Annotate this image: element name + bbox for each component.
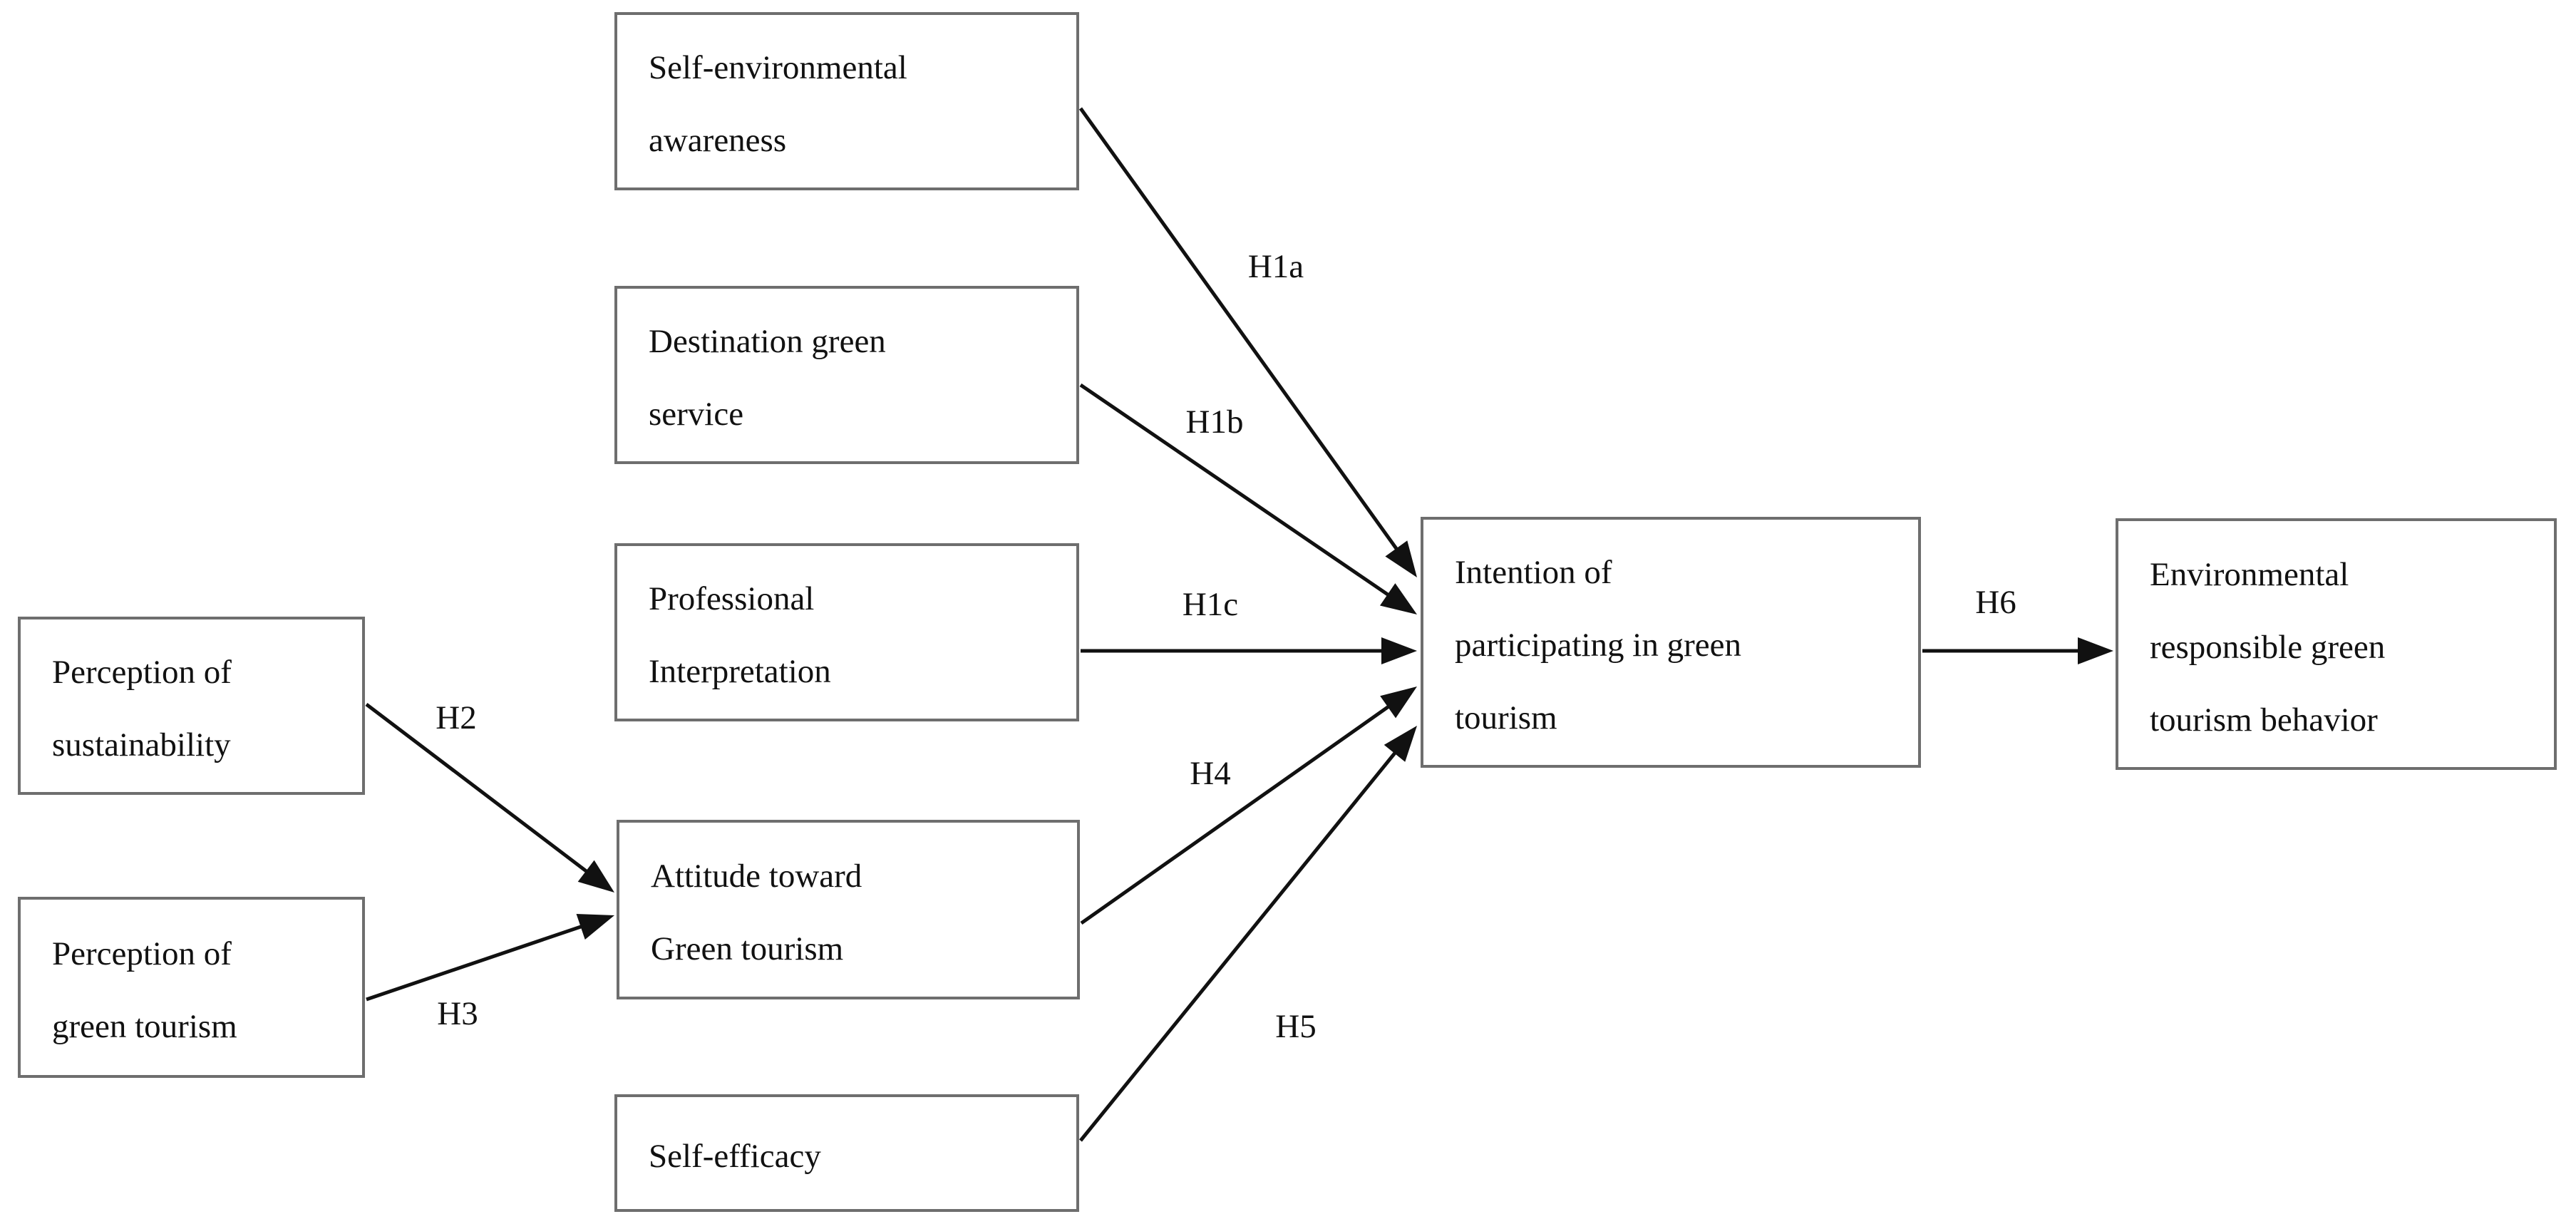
node-label-line: tourism behavior xyxy=(2150,701,2378,739)
node-self-efficacy: Self-efficacy xyxy=(614,1094,1079,1212)
edge-label-H1c: H1c xyxy=(1182,586,1239,623)
node-label-line: Destination green xyxy=(649,323,886,360)
node-environmental-responsible-green-tourism-behavior: Environmental responsible green tourism be… xyxy=(2116,518,2557,770)
edge-H1b-arrowhead-icon xyxy=(1379,583,1417,614)
node-label-line: tourism xyxy=(1455,699,1557,736)
edge-H4-arrowhead-icon xyxy=(1380,687,1417,719)
node-label-line: Attitude toward xyxy=(651,858,862,895)
node-perception-of-sustainability: Perception of sustainability xyxy=(18,617,365,795)
node-label-line: Self-efficacy xyxy=(649,1137,821,1175)
node-label-line: sustainability xyxy=(52,726,231,763)
edge-label-H1a: H1a xyxy=(1247,248,1304,285)
edge-label-H2: H2 xyxy=(436,699,477,736)
edge-H1a-line xyxy=(1078,107,1401,555)
node-label-line: responsible green xyxy=(2150,628,2386,666)
edge-label-H4: H4 xyxy=(1190,755,1231,792)
edge-label-H6: H6 xyxy=(1975,584,2016,621)
edge-label-H5: H5 xyxy=(1275,1008,1317,1045)
node-perception-of-green-tourism: Perception of green tourism xyxy=(18,897,365,1078)
node-label-line: Green tourism xyxy=(651,930,844,967)
edge-H5-arrowhead-icon xyxy=(1384,726,1417,762)
node-label-line: Perception of xyxy=(52,654,232,691)
node-label-line: participating in green xyxy=(1455,627,1741,664)
node-label-line: Interpretation xyxy=(649,653,831,690)
edge-label-H1b: H1b xyxy=(1185,403,1244,441)
edge-H3-line xyxy=(366,923,587,1002)
node-label-line: Professional xyxy=(649,580,815,617)
node-label-line: Perception of xyxy=(52,935,232,972)
node-destination-green-service: Destination green service xyxy=(614,286,1079,464)
edge-H3-arrowhead-icon xyxy=(576,914,614,940)
edge-H2-line xyxy=(365,703,592,876)
node-intention-of-participating-in-green-tourism: Intention of participating in green touris… xyxy=(1421,517,1921,768)
edge-label-H3: H3 xyxy=(437,995,478,1032)
edge-H1c-arrowhead-icon xyxy=(1381,637,1417,664)
node-label-line: green tourism xyxy=(52,1008,237,1045)
node-label-line: Self-environmental xyxy=(649,49,907,86)
edge-H6-arrowhead-icon xyxy=(2078,637,2113,664)
node-label-line: awareness xyxy=(649,122,787,159)
edge-H1a-arrowhead-icon xyxy=(1385,540,1417,577)
edge-H4-line xyxy=(1080,702,1394,925)
edge-H1b-line xyxy=(1079,383,1393,600)
node-label-line: service xyxy=(649,396,744,433)
node-label-line: Environmental xyxy=(2150,555,2349,593)
edge-H5-line xyxy=(1079,748,1400,1142)
node-self-environmental-awareness: Self-environmental awareness xyxy=(614,12,1079,190)
edge-H2-arrowhead-icon xyxy=(577,860,614,893)
node-label-line: Intention of xyxy=(1455,554,1612,591)
